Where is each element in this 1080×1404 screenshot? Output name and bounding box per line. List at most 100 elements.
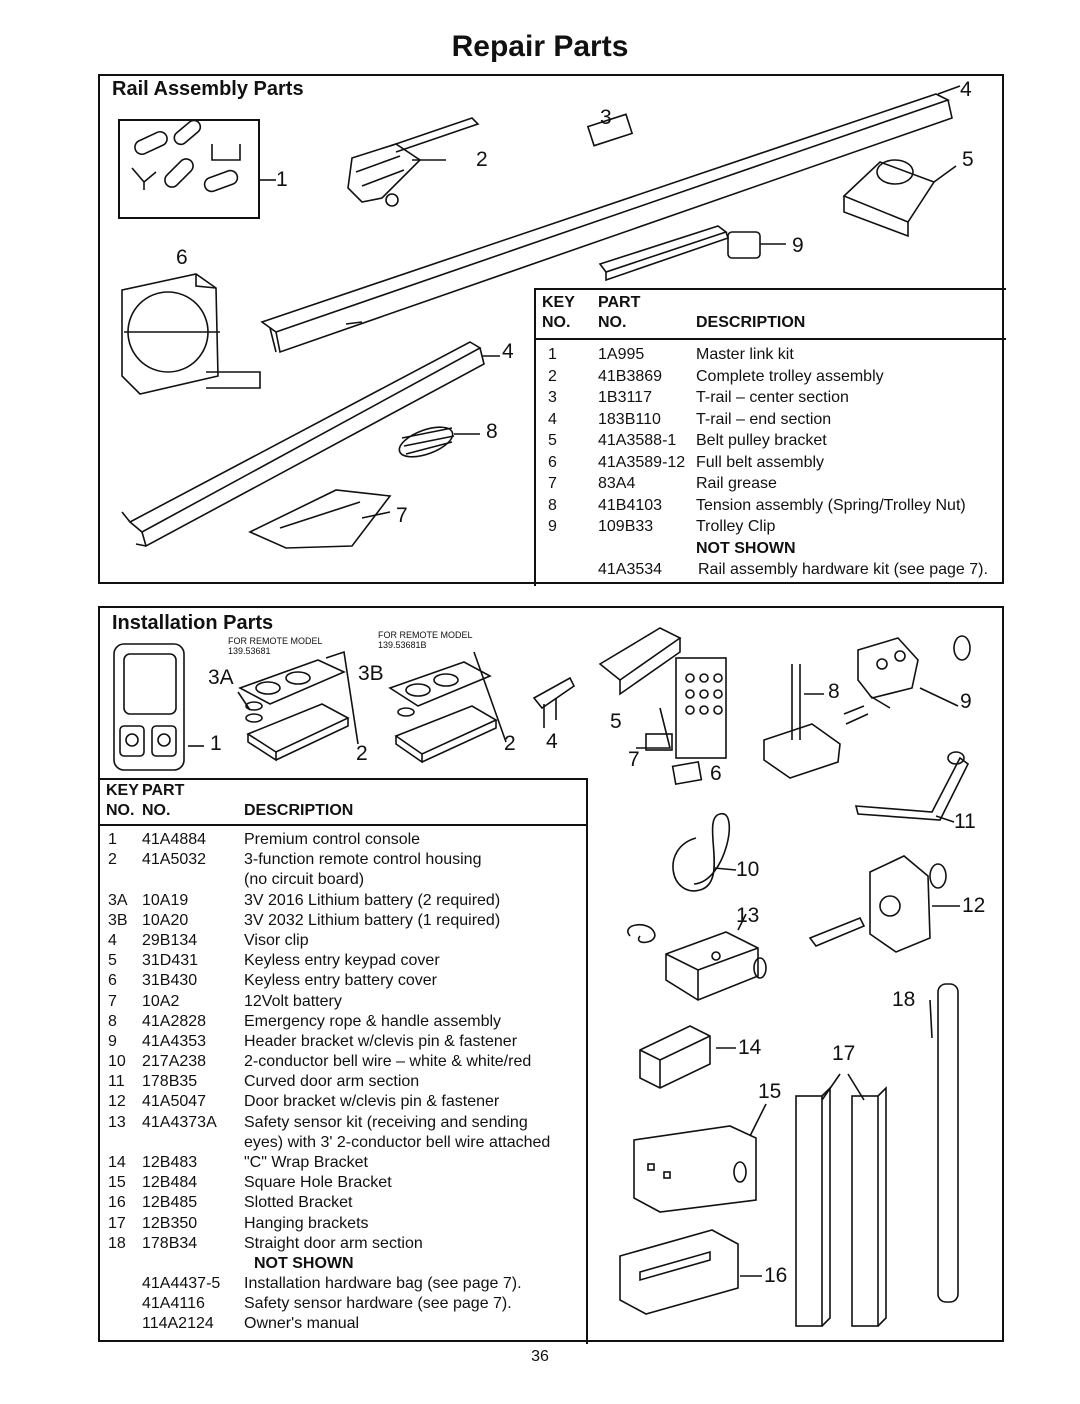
table-row: 41A4437-5 Installation hardware bag (see … bbox=[100, 1274, 586, 1294]
straight-door-arm-icon bbox=[937, 983, 959, 1303]
cell-part: 41A3588-1 bbox=[598, 432, 677, 449]
cell-key: 2 bbox=[548, 367, 557, 385]
cell-part: 12B483 bbox=[142, 1154, 198, 1171]
cell-desc: Slotted Bracket bbox=[244, 1194, 353, 1212]
master-link-icon bbox=[131, 119, 241, 193]
page-number: 36 bbox=[531, 1348, 549, 1365]
remote-3b-icon bbox=[388, 661, 498, 764]
cell-desc: 3V 2032 Lithium battery (1 required) bbox=[244, 911, 501, 929]
installation-panel: Installation Parts FOR REMOTE MODEL 139.… bbox=[98, 606, 1004, 1344]
t-rail-end-upper-icon bbox=[598, 225, 730, 282]
cell-desc: 3V 2016 Lithium battery (2 required) bbox=[244, 891, 501, 909]
belt-assembly-icon bbox=[121, 273, 261, 395]
cell-part: 41A4884 bbox=[142, 831, 207, 848]
cell-part: 183B110 bbox=[598, 410, 661, 428]
install-callout-3a: 3A bbox=[208, 666, 234, 689]
cell-part: 109B33 bbox=[598, 518, 654, 535]
cell-key: 10 bbox=[108, 1053, 126, 1071]
hanging-brackets-icon bbox=[795, 1086, 887, 1327]
cell-part: 41A4437-5 bbox=[142, 1274, 221, 1292]
install-not-shown-list: 41A4437-5 Installation hardware bag (see … bbox=[100, 1274, 586, 1335]
install-callout-8: 8 bbox=[828, 680, 840, 703]
rail-assembly-panel: Rail Assembly Parts 1 2 3 4 5 6 7 8 9 4 … bbox=[98, 74, 1006, 586]
table-row: 114A2124 Owner's manual bbox=[100, 1314, 586, 1334]
cell-desc: Header bracket w/clevis pin & fastener bbox=[244, 1032, 518, 1050]
cell-part: 114A2124 bbox=[142, 1315, 214, 1333]
table-row: (no circuit board) bbox=[100, 870, 586, 890]
cell-key: 8 bbox=[548, 496, 557, 514]
cell-key: 2 bbox=[108, 851, 117, 869]
cell-desc: Belt pulley bracket bbox=[696, 432, 827, 449]
install-callout-11: 11 bbox=[954, 810, 976, 833]
cell-desc: Premium control console bbox=[244, 831, 421, 848]
table-row: 1 1A995 Master link kit bbox=[536, 344, 1006, 366]
cell-desc: Square Hole Bracket bbox=[244, 1174, 392, 1192]
cell-desc: eyes) with 3' 2-conductor bell wire atta… bbox=[244, 1133, 551, 1151]
rail-table-header: KEY NO. PART NO. DESCRIPTION bbox=[536, 290, 1006, 340]
table-row: eyes) with 3' 2-conductor bell wire atta… bbox=[100, 1133, 586, 1153]
cell-part: 12B350 bbox=[142, 1214, 198, 1232]
trolley-icon bbox=[347, 117, 480, 207]
rail-callout-1: 1 bbox=[276, 168, 288, 191]
cell-part: 178B34 bbox=[142, 1234, 198, 1252]
keyless-keypad-icon bbox=[598, 627, 727, 786]
rail-callout-4-lower: 4 bbox=[502, 340, 514, 363]
cell-part: 41A2828 bbox=[142, 1012, 207, 1030]
slotted-bracket-icon bbox=[619, 1229, 739, 1315]
cell-key: 13 bbox=[108, 1113, 126, 1131]
safety-sensor-icon bbox=[627, 913, 767, 1001]
cell-key: 7 bbox=[108, 992, 117, 1010]
cell-part: 83A4 bbox=[598, 475, 636, 492]
cell-desc: T-rail – end section bbox=[696, 410, 832, 428]
cell-part: 41B3869 bbox=[598, 367, 663, 385]
cell-desc: Visor clip bbox=[244, 931, 309, 949]
cell-key: 1 bbox=[548, 346, 557, 363]
cell-part: 12B485 bbox=[142, 1194, 198, 1212]
install-callout-2-b: 2 bbox=[504, 732, 516, 755]
rail-callout-8: 8 bbox=[486, 420, 498, 443]
cell-desc: Installation hardware bag (see page 7). bbox=[244, 1274, 522, 1292]
install-callout-13: 13 bbox=[736, 904, 760, 927]
c-wrap-bracket-icon bbox=[639, 1025, 711, 1089]
tension-spring-icon bbox=[398, 426, 455, 458]
rail-assembly-title: Rail Assembly Parts bbox=[112, 78, 304, 100]
cell-part: 1A995 bbox=[598, 346, 645, 363]
cell-key: 6 bbox=[548, 453, 557, 471]
cell-key: 6 bbox=[108, 972, 117, 990]
cell-key: 14 bbox=[108, 1154, 126, 1171]
rail-callout-3: 3 bbox=[600, 106, 612, 129]
cell-desc: Master link kit bbox=[696, 346, 794, 363]
cell-desc: Tension assembly (Spring/Trolley Nut) bbox=[696, 496, 966, 514]
install-callout-9: 9 bbox=[960, 690, 972, 713]
cell-part: 10A19 bbox=[142, 891, 189, 909]
installation-illustration bbox=[113, 627, 971, 1327]
rail-assembly-illustration bbox=[118, 85, 961, 549]
t-rail-end-lower-icon bbox=[121, 341, 485, 548]
rail-callout-9: 9 bbox=[792, 234, 804, 257]
install-callout-5: 5 bbox=[610, 710, 622, 733]
install-callout-17: 17 bbox=[832, 1042, 856, 1065]
cell-key: 4 bbox=[108, 931, 117, 949]
install-table-header: KEY NO. PART NO. DESCRIPTION bbox=[100, 780, 586, 826]
cell-key: 16 bbox=[108, 1194, 126, 1212]
cell-part: 217A238 bbox=[142, 1053, 207, 1071]
cell-key: 17 bbox=[108, 1214, 126, 1232]
cell-key: 3B bbox=[108, 911, 128, 929]
install-callout-10: 10 bbox=[736, 858, 760, 881]
cell-part: 178B35 bbox=[142, 1073, 198, 1091]
cell-desc: Owner's manual bbox=[244, 1315, 360, 1333]
